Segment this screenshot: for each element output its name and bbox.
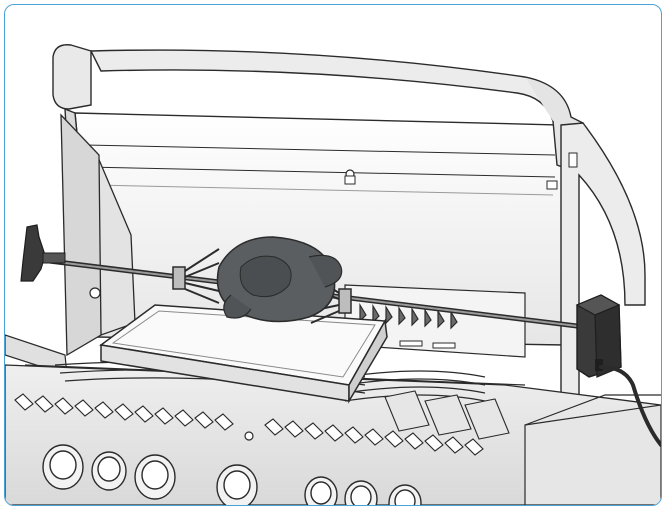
knob-1 <box>42 444 84 490</box>
knob-5 <box>304 476 338 505</box>
spit-fork-left <box>172 248 220 304</box>
spit-handle <box>20 224 66 282</box>
chicken <box>216 236 343 323</box>
grate-plates <box>384 390 510 440</box>
knob-3 <box>134 454 176 500</box>
knob-2 <box>91 451 127 491</box>
vent-slots <box>14 393 484 456</box>
knob-6 <box>344 480 378 505</box>
power-cord <box>599 365 661 447</box>
grill-rotisserie-illustration <box>5 44 661 505</box>
rotisserie-motor <box>575 294 622 378</box>
knob-7 <box>388 484 422 505</box>
lid-side-right <box>546 122 646 426</box>
illustration-frame <box>4 4 662 506</box>
control-knobs <box>42 444 422 505</box>
lid-side-left <box>60 113 136 357</box>
drip-pan <box>99 304 388 404</box>
knob-4 <box>216 464 258 505</box>
